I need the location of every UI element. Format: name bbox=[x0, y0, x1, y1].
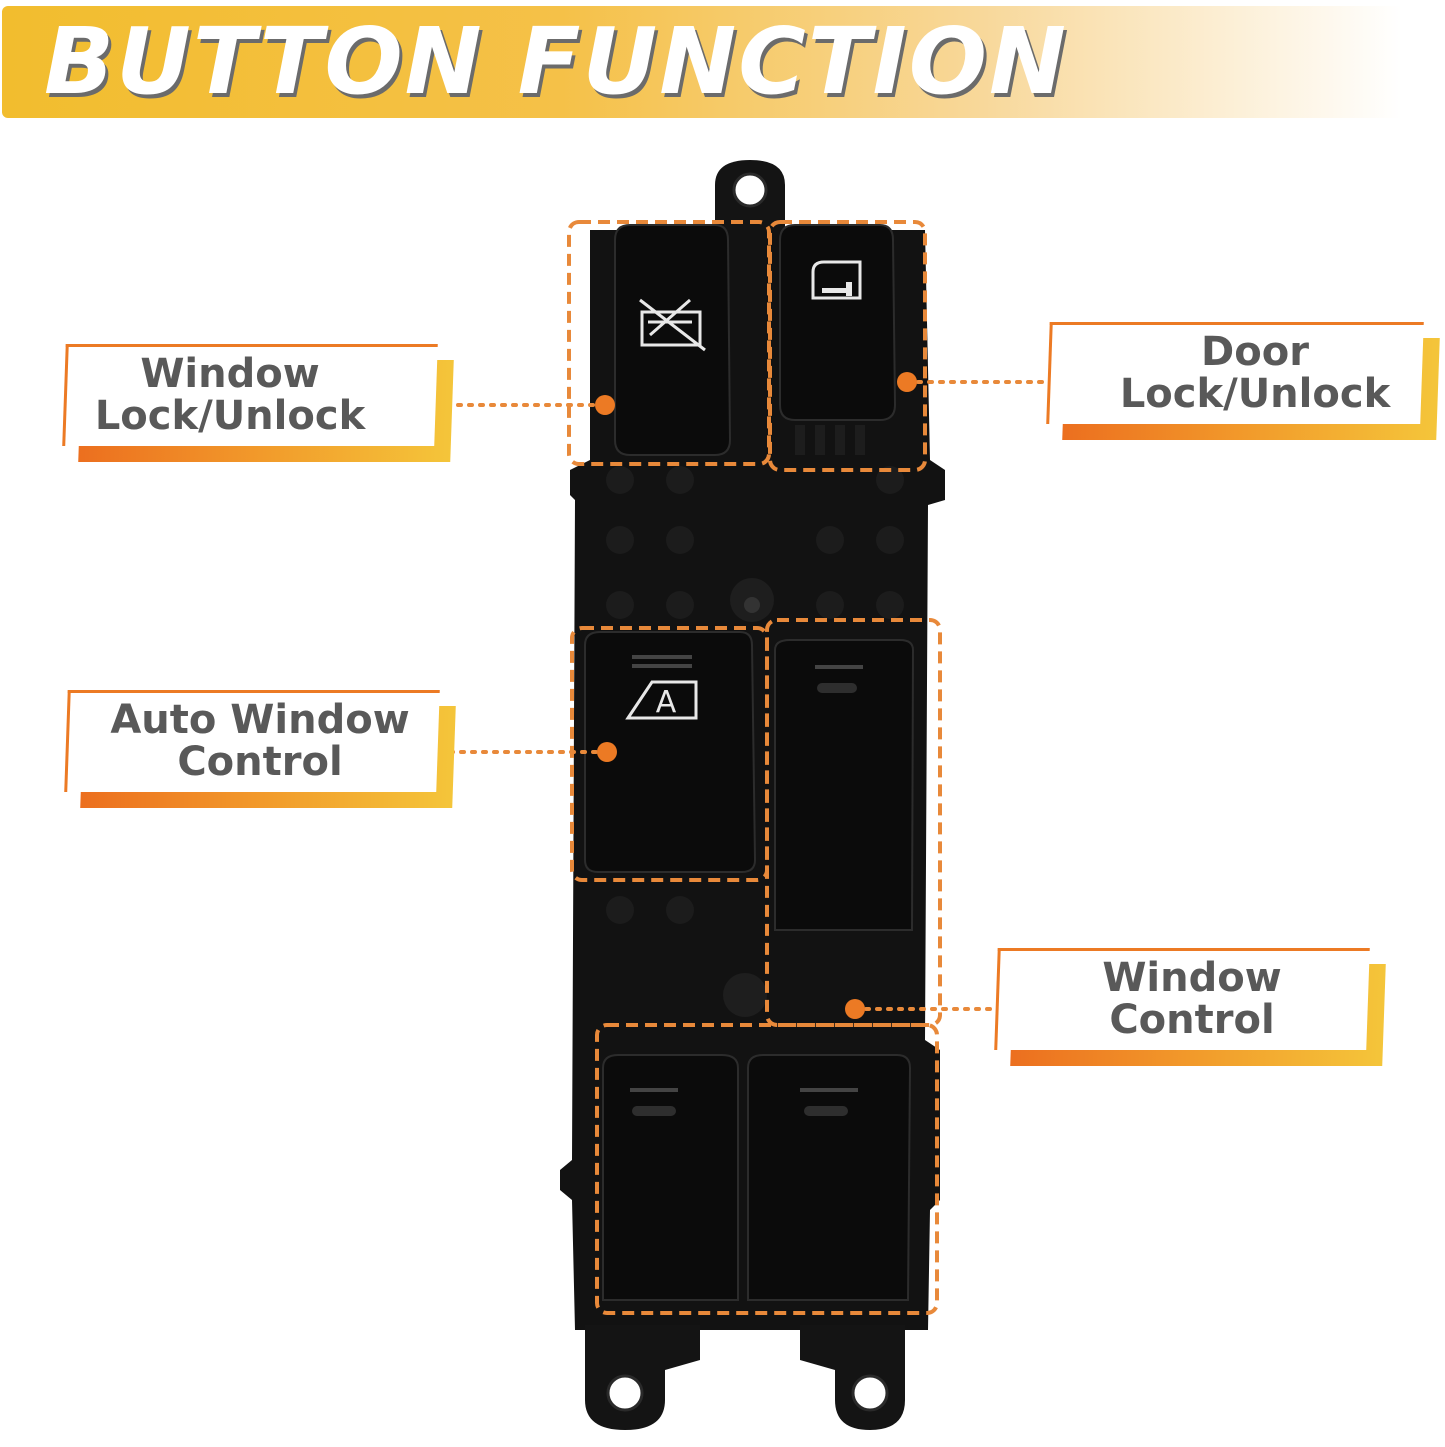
callout-window-control: Window Control bbox=[994, 948, 1386, 1066]
callout-auto-window-line1: Auto Window bbox=[110, 697, 410, 743]
door-lock-icon bbox=[811, 260, 862, 300]
highlight-window-lock bbox=[567, 220, 771, 466]
callout-auto-window-line2: Control bbox=[177, 739, 343, 785]
callout-door-lock-line2: Lock/Unlock bbox=[1119, 371, 1391, 417]
auto-window-icon: A bbox=[625, 680, 698, 720]
callout-window-lock-line1: Window bbox=[140, 351, 320, 397]
bottom-mount-right bbox=[800, 1325, 905, 1430]
callout-door-lock-line1: Door bbox=[1201, 329, 1309, 375]
page-title: BUTTON FUNCTION bbox=[44, 8, 1068, 115]
window-control-button-rear-right[interactable] bbox=[747, 1054, 912, 1301]
highlight-door-lock bbox=[768, 220, 927, 472]
window-lock-button[interactable] bbox=[614, 224, 732, 456]
highlight-window-control-rear bbox=[595, 1023, 939, 1315]
callout-auto-window: Auto Window Control bbox=[64, 690, 456, 808]
callout-window-lock: Window Lock/Unlock bbox=[62, 344, 454, 462]
callout-window-control-line1: Window bbox=[1102, 955, 1282, 1001]
callout-window-control-line2: Control bbox=[1109, 997, 1275, 1043]
window-control-button-front-right[interactable] bbox=[774, 639, 915, 931]
header-banner bbox=[2, 6, 1402, 118]
callout-window-lock-line2: Lock/Unlock bbox=[94, 393, 366, 439]
auto-window-button[interactable]: A bbox=[584, 631, 757, 873]
highlight-window-control-front bbox=[765, 618, 942, 1027]
callout-door-lock: Door Lock/Unlock bbox=[1046, 322, 1440, 440]
window-control-button-rear-left[interactable] bbox=[602, 1054, 739, 1301]
window-lock-icon bbox=[639, 298, 706, 352]
bottom-mount-left bbox=[585, 1325, 700, 1430]
door-lock-button[interactable] bbox=[779, 224, 897, 455]
center-pin-bottom bbox=[723, 973, 767, 1017]
svg-text:A: A bbox=[656, 685, 677, 720]
top-mount-hole bbox=[732, 172, 768, 208]
